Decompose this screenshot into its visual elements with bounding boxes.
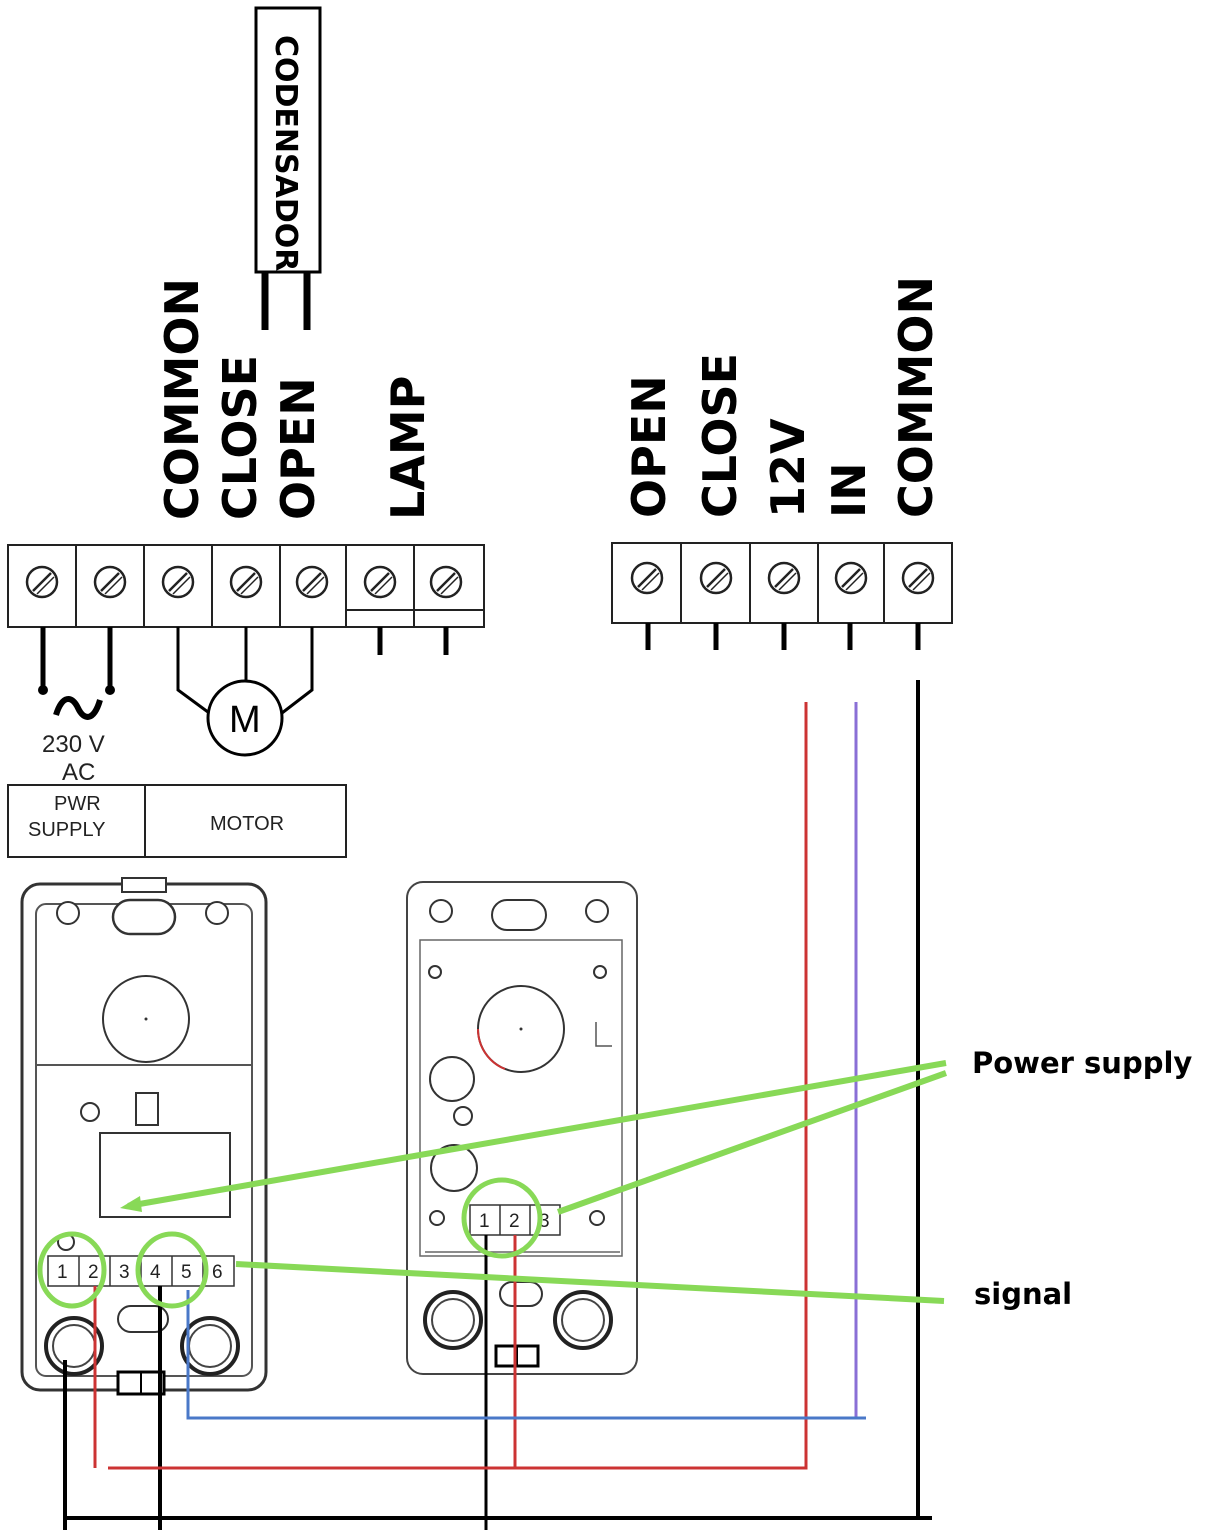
motor-label: MOTOR (210, 813, 284, 835)
pointer-power-supply-right (556, 1070, 948, 1215)
screw-icon (834, 561, 868, 595)
pointer-signal (235, 1261, 945, 1304)
input-terminal-labels: OPEN CLOSE 12V IN COMMON (622, 276, 943, 518)
ac-power-wiring: 230 V AC (38, 627, 115, 786)
screw-icon (25, 565, 59, 599)
label-open-input: OPEN (622, 375, 676, 518)
terminal-label: 3 (539, 1211, 550, 1232)
terminal-label: 3 (119, 1262, 130, 1283)
pointer-power-supply-left (127, 1060, 947, 1209)
ac-label: AC (62, 759, 95, 786)
highlight-right-terminals-1-2 (461, 1177, 543, 1259)
motor-symbol (206, 679, 284, 757)
screw-icon (767, 561, 801, 595)
label-close-motor: CLOSE (213, 355, 267, 520)
capacitor: CODENSADOR (254, 6, 322, 330)
wires (63, 680, 932, 1530)
label-lamp: LAMP (381, 376, 435, 520)
capacitor-label: CODENSADOR (268, 35, 303, 271)
pwr-supply-label-line2: SUPPLY (28, 819, 105, 841)
screw-icon (699, 561, 733, 595)
screw-icon (630, 561, 664, 595)
label-common-motor: COMMON (155, 278, 209, 520)
motor-wiring: M (176, 627, 314, 757)
label-open-motor: OPEN (271, 377, 325, 520)
screw-icon (295, 565, 329, 599)
voltage-label: 230 V (42, 731, 105, 758)
input-terminal-block (611, 542, 953, 624)
screw-icon (363, 565, 397, 599)
pwr-supply-label-line1: PWR (54, 793, 101, 815)
receiver-left: 1 2 3 4 5 6 (20, 877, 268, 1396)
annotation-power-supply: Power supply (972, 1046, 1192, 1080)
screw-icon (161, 565, 195, 599)
annotation-overlays: Power supply signal (37, 1046, 1192, 1311)
label-12v: 12V (761, 418, 815, 518)
motor-terminal-labels: COMMON CLOSE OPEN LAMP (155, 278, 435, 520)
block-labels: PWR SUPPLY MOTOR (7, 784, 347, 858)
terminal-label: 2 (509, 1211, 520, 1232)
screw-icon (901, 561, 935, 595)
terminal-label: 6 (212, 1262, 223, 1283)
highlight-terminals-1-2 (37, 1231, 107, 1309)
terminal-label: 4 (150, 1262, 161, 1283)
terminal-label: 1 (479, 1211, 490, 1232)
terminal-label: 1 (57, 1262, 68, 1283)
capacitor-body (254, 6, 322, 274)
receiver-right: 1 2 3 (406, 881, 638, 1375)
terminal-label: 2 (88, 1262, 99, 1283)
screw-icon (93, 565, 127, 599)
ac-symbol-icon (53, 696, 103, 720)
label-common-input: COMMON (889, 276, 943, 518)
annotation-signal: signal (974, 1277, 1072, 1311)
screw-icon (229, 565, 263, 599)
screw-icon (429, 565, 463, 599)
motor-symbol-label: M (229, 699, 261, 741)
label-in: IN (822, 462, 876, 518)
terminal-label: 5 (181, 1262, 192, 1283)
label-close-input: CLOSE (693, 353, 747, 518)
motor-terminal-block (7, 544, 485, 628)
highlight-terminals-4-5 (135, 1231, 209, 1309)
